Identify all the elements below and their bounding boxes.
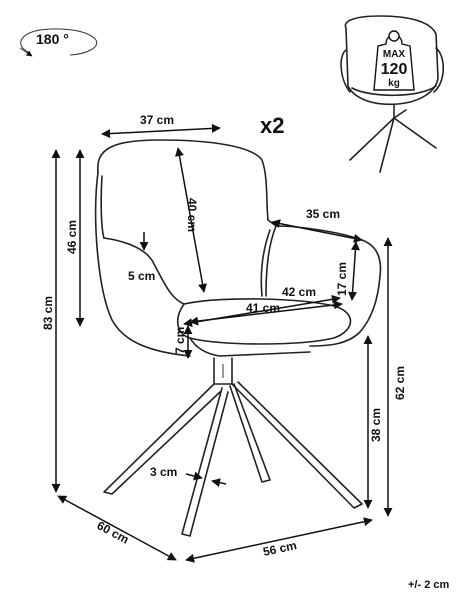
main-chair-illustration: [94, 139, 382, 537]
dim-seat-depth: 42 cm: [282, 285, 316, 299]
dim-backrest-width: 37 cm: [140, 113, 174, 127]
rotation-label: 180 °: [36, 31, 69, 47]
small-chair-illustration: [340, 15, 445, 173]
dim-total-height: 83 cm: [41, 296, 55, 330]
dim-base-depth: 60 cm: [95, 518, 132, 546]
max-load-unit: kg: [388, 78, 400, 89]
dimension-lines: [51, 123, 393, 563]
dim-base-width: 56 cm: [262, 538, 298, 559]
dim-armrest-floor-height: 62 cm: [393, 366, 407, 400]
max-load-value: 120: [381, 61, 408, 78]
dim-armrest-offset: 5 cm: [128, 269, 155, 283]
dim-backrest-height: 40 cm: [185, 198, 199, 232]
dim-armrest-height: 17 cm: [335, 262, 349, 296]
max-load-max: MAX: [383, 49, 406, 60]
dim-seat-height: 38 cm: [369, 408, 383, 442]
dim-seat-thickness: 7 cm: [173, 327, 187, 354]
rotation-icon: [19, 28, 98, 57]
quantity-label: x2: [260, 113, 284, 138]
tolerance-label: +/- 2 cm: [408, 579, 449, 591]
dim-leg-width: 3 cm: [150, 465, 177, 479]
dim-seat-width: 41 cm: [246, 301, 280, 315]
dim-armrest-length: 35 cm: [306, 207, 340, 221]
max-load-badge: [373, 30, 415, 91]
dim-back-height: 46 cm: [65, 220, 79, 254]
